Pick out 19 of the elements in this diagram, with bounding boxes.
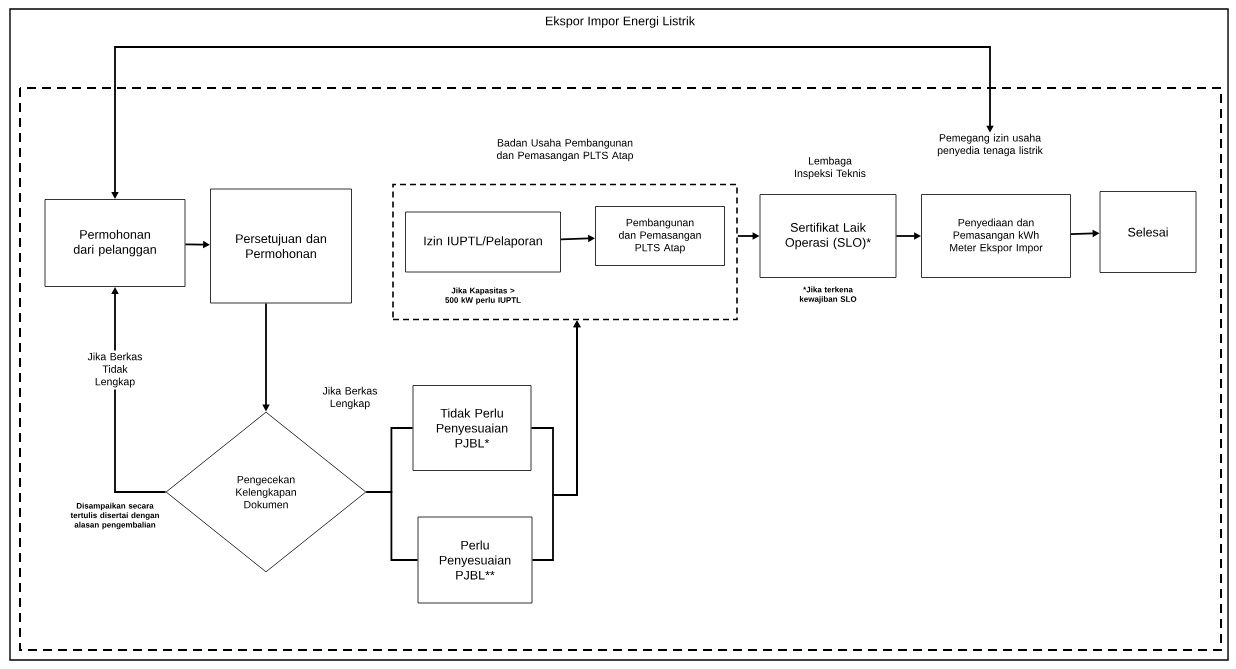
title: Ekspor Impor Energi Listrik [546, 16, 696, 28]
edge-label: Jika Berkas Tidak Lengkap [83, 350, 147, 390]
annotation: Jika Berkas Lengkap [322, 386, 378, 410]
process-box: Tidak Perlu Penyesuaian PJBL* [412, 385, 532, 471]
note-text: Jika Kapasitas > 500 kW perlu IUPTL [445, 287, 521, 305]
group-heading: Pemegang izin usaha penyedia tenaga listrik [937, 133, 1043, 157]
process-box: Pembangunan dan Pemasangan PLTS Atap [595, 206, 725, 266]
arrow [895, 232, 921, 240]
group-heading: Lembaga Inspeksi Teknis [795, 156, 866, 180]
process-box: Selesai [1099, 191, 1197, 273]
process-box: Permohonan dari pelanggan [44, 199, 186, 287]
process-box: Izin IUPTL/Pelaporan [405, 211, 561, 273]
process-box: Penyediaan dan Pemasangan kWh Meter Ekspor Impor [921, 194, 1071, 278]
note-text: *Jika terkena kewajiban SLO [799, 286, 857, 304]
arrow [111, 46, 994, 199]
group-heading: Badan Usaha Pembangunan dan Pemasangan PLTS Atap [496, 138, 634, 162]
process-box: Sertifikat Laik Operasi (SLO)* [759, 194, 897, 278]
process-box: Persetujuan dan Permohonan [210, 188, 352, 304]
process-box: Perlu Penyesuaian PJBL** [417, 516, 533, 604]
